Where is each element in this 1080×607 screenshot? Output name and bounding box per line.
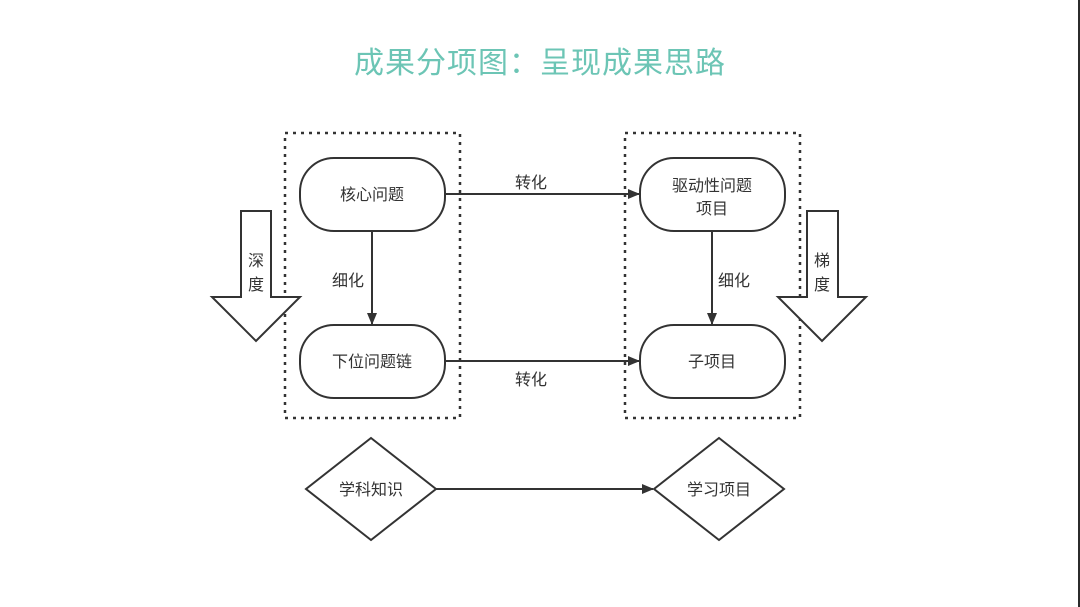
gradient-label-2: 度 bbox=[814, 275, 830, 294]
diamond-subject-knowledge[interactable]: 学科知识 bbox=[304, 436, 438, 542]
gradient-arrow-icon bbox=[775, 210, 869, 343]
page-title: 成果分项图：呈现成果思路 bbox=[354, 46, 726, 81]
refine-label-right: 细化 bbox=[718, 271, 750, 290]
right-group-box bbox=[623, 131, 802, 420]
node-driving-question-project-label-1: 驱动性问题 bbox=[672, 176, 752, 195]
diamond-learning-project-label: 学习项目 bbox=[687, 480, 751, 499]
node-sub-question-chain-label: 下位问题链 bbox=[332, 352, 412, 371]
left-group-box bbox=[283, 131, 462, 420]
node-sub-question-chain[interactable]: 下位问题链 bbox=[299, 324, 446, 399]
depth-label-1: 深 bbox=[248, 251, 264, 270]
node-driving-question-project-label-2: 项目 bbox=[696, 199, 728, 218]
node-sub-project-label: 子项目 bbox=[688, 352, 736, 371]
gradient-label-1: 梯 bbox=[814, 251, 830, 270]
refine-label-left: 细化 bbox=[332, 271, 364, 290]
diamond-learning-project[interactable]: 学习项目 bbox=[652, 436, 786, 542]
depth-arrow-icon bbox=[209, 210, 303, 343]
depth-label-2: 度 bbox=[248, 275, 264, 294]
diamond-subject-knowledge-label: 学科知识 bbox=[339, 480, 403, 499]
right-edge-border bbox=[1078, 0, 1080, 607]
node-core-question[interactable]: 核心问题 bbox=[299, 157, 446, 232]
transform-label-top: 转化 bbox=[515, 173, 547, 192]
transform-label-bottom: 转化 bbox=[515, 370, 547, 389]
node-driving-question-project[interactable]: 驱动性问题 项目 bbox=[639, 157, 786, 232]
node-core-question-label: 核心问题 bbox=[340, 185, 404, 204]
node-sub-project[interactable]: 子项目 bbox=[639, 324, 786, 399]
